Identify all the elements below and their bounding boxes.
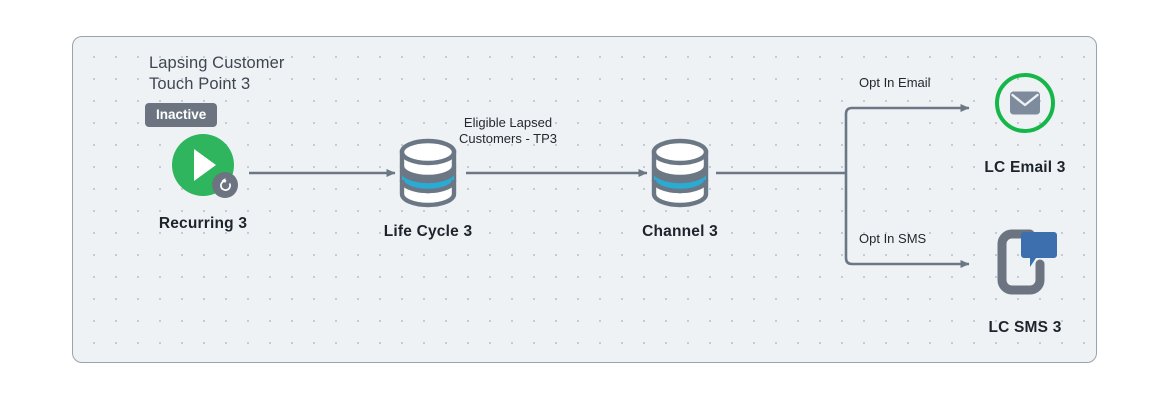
node-recurring-glyph[interactable]: Inactive [128, 103, 278, 201]
flow-title: Lapsing Customer Touch Point 3 [149, 54, 285, 93]
node-recurring[interactable]: Inactive Recurring 3 [128, 103, 278, 233]
node-email-label: LC Email 3 [984, 159, 1066, 176]
node-lifecycle-glyph[interactable] [353, 137, 503, 209]
journey-canvas[interactable]: Lapsing Customer Touch Point 3 Eligible … [72, 36, 1097, 363]
envelope-icon [1010, 91, 1040, 115]
recurring-refresh-icon [212, 172, 238, 198]
play-circle-icon[interactable] [172, 134, 238, 198]
edge-label-eligible-lapsed-customers: Eligible Lapsed Customers - TP3 [458, 115, 557, 146]
node-sms-glyph[interactable] [950, 223, 1096, 301]
edge-label-opt-in-sms: Opt In SMS [859, 231, 927, 246]
node-sms-label: LC SMS 3 [988, 319, 1062, 336]
status-badge-inactive: Inactive [145, 103, 218, 127]
database-cylinder-icon[interactable] [396, 137, 460, 209]
database-cylinder-icon[interactable] [648, 137, 712, 209]
node-email[interactable]: LC Email 3 [950, 67, 1096, 177]
node-recurring-label: Recurring 3 [158, 215, 248, 232]
node-channel-glyph[interactable] [605, 137, 755, 209]
node-channel-label: Channel 3 [642, 223, 718, 240]
node-lifecycle-label: Life Cycle 3 [383, 223, 473, 240]
node-channel[interactable]: Channel 3 [605, 137, 755, 241]
node-email-glyph[interactable] [950, 67, 1096, 139]
email-status-ring-icon[interactable] [995, 73, 1055, 133]
node-lifecycle[interactable]: Life Cycle 3 [353, 137, 503, 241]
play-triangle-icon [194, 149, 216, 181]
edge-label-opt-in-email: Opt In Email [859, 75, 931, 90]
node-sms[interactable]: LC SMS 3 [950, 223, 1096, 337]
sms-bubble-icon[interactable] [990, 226, 1060, 298]
